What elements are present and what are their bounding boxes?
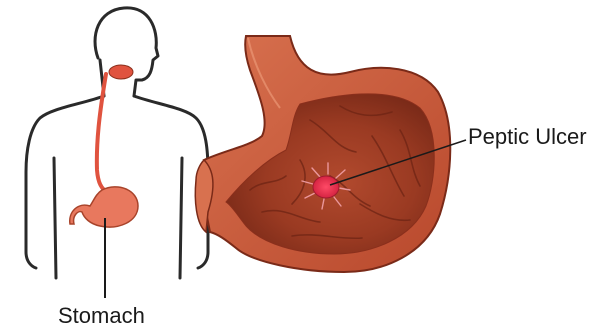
digestive-tract (70, 65, 138, 227)
peptic-ulcer-label: Peptic Ulcer (468, 124, 587, 150)
left-arm-inner-outline (54, 158, 56, 278)
stomach-inner-lining (226, 94, 434, 254)
left-torso-outline (26, 96, 104, 268)
esophagus (97, 74, 108, 192)
mouth-cavity (109, 65, 133, 79)
small-stomach (70, 187, 138, 227)
right-arm-inner-outline (180, 158, 182, 278)
stomach-label: Stomach (58, 303, 145, 329)
stomach-cutaway (195, 36, 450, 272)
human-body-outline (26, 8, 208, 278)
